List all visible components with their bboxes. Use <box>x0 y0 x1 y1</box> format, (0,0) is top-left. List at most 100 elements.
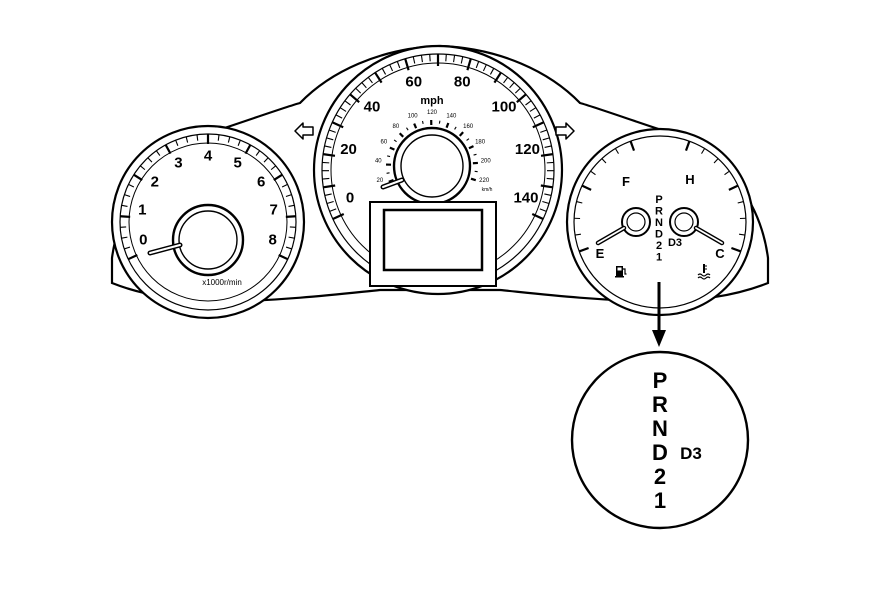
gear-indicator-letter: R <box>655 206 663 218</box>
speedometer-tick <box>328 129 336 133</box>
speedometer-kmh-tick <box>398 132 404 138</box>
tachometer-number: 5 <box>233 154 241 171</box>
tachometer-tick <box>127 253 138 261</box>
temp-gauge-tick <box>738 233 746 236</box>
speedometer-kmh-tick <box>438 120 441 124</box>
gear-callout-letter: N <box>652 416 668 441</box>
tachometer-tick <box>128 183 135 188</box>
temp-gauge-tick <box>731 246 742 253</box>
tachometer-tick <box>133 173 143 182</box>
speedometer-kmh-number: 160 <box>463 124 474 130</box>
turn-signal-right-icon <box>555 122 575 140</box>
tachometer-number: 3 <box>174 154 182 171</box>
speedometer-kmh-number: 180 <box>475 140 486 146</box>
speedometer-kmh-tick <box>413 123 418 129</box>
speedometer-mph-number: 60 <box>405 74 422 91</box>
tachometer-tick <box>124 194 131 198</box>
speedometer-mph-number: 80 <box>454 74 471 91</box>
info-display-screen <box>382 208 484 272</box>
speedometer-tick <box>514 87 521 94</box>
fuel-pump-icon <box>615 266 627 278</box>
speedometer-kmh-number: 40 <box>375 159 382 165</box>
tachometer-ticks <box>120 134 296 261</box>
tachometer-tick <box>121 204 128 207</box>
speedometer-tick <box>412 56 416 64</box>
speedometer-tick <box>453 55 456 63</box>
tachometer-tick <box>175 139 179 146</box>
tachometer-tick <box>185 136 189 143</box>
tachometer-tick <box>120 215 131 218</box>
speedometer-tick <box>381 68 387 75</box>
tachometer-tick <box>147 157 153 163</box>
fuel-gauge-tick <box>601 158 607 164</box>
tachometer-tick <box>196 134 199 141</box>
tachometer-tick <box>124 246 131 250</box>
tachometer-tick <box>273 173 283 182</box>
tachometer-number: 4 <box>204 147 213 164</box>
tachometer-hub-inner <box>178 210 238 270</box>
speedometer-kmh-tick <box>468 145 474 150</box>
speedometer-tick <box>324 145 332 148</box>
speedometer-tick <box>466 58 472 71</box>
speedometer-tick <box>323 184 336 189</box>
speedometer-kmh-tick <box>473 153 477 156</box>
tachometer-number: 7 <box>270 201 278 218</box>
speedometer-kmh-unit-label: km/h <box>482 187 493 193</box>
speedometer-tick <box>344 100 351 106</box>
speedometer-tick <box>332 212 345 221</box>
speedometer-tick <box>542 137 550 141</box>
speedometer-ticks <box>321 54 555 221</box>
fuel-full-label: F <box>622 174 630 189</box>
temp-gauge-tick <box>701 148 706 154</box>
temp-gauge-tick <box>724 170 730 176</box>
gear-callout-side-label: D3 <box>680 444 702 463</box>
temp-gauge-tick <box>684 140 691 151</box>
speedometer-kmh-tick <box>458 131 464 137</box>
tachometer-tick <box>270 165 277 171</box>
fuel-gauge-tick <box>578 246 589 253</box>
speedometer-tick <box>525 100 532 106</box>
fuel-gauge-tick <box>590 170 596 176</box>
tachometer-number: 1 <box>138 201 146 218</box>
tachometer-tick <box>263 157 269 163</box>
gear-callout-letter: 2 <box>654 464 666 489</box>
turn-signal-left-icon <box>294 122 314 140</box>
speedometer-kmh-number: 220 <box>479 178 490 184</box>
tachometer-tick <box>227 136 231 143</box>
speedometer-tick <box>335 114 343 119</box>
speedometer-mph-number: 100 <box>492 98 517 115</box>
gear-indicator-letter: 1 <box>656 252 662 264</box>
gear-indicator-letter: P <box>655 194 662 206</box>
speedometer-kmh-tick <box>406 127 409 131</box>
temp-gauge-tick <box>737 201 744 204</box>
speedometer-tick <box>339 107 347 112</box>
speedometer-tick <box>326 200 334 205</box>
tachometer-tick <box>281 183 288 188</box>
speedometer-kmh-number: 140 <box>446 114 457 120</box>
tachometer-unit-label: x1000r/min <box>202 278 242 287</box>
speedometer-tick <box>445 54 447 62</box>
speedometer-tick <box>361 82 367 89</box>
speedometer-tick <box>331 121 344 129</box>
tachometer-number: 2 <box>151 174 159 191</box>
speedometer-mph-number: 20 <box>340 141 357 158</box>
speedometer-tick <box>544 193 552 196</box>
speedometer-mph-number: 140 <box>513 189 538 206</box>
speedometer-tick <box>482 64 487 72</box>
speedometer-tick <box>489 68 495 75</box>
callout-arrow-head <box>652 330 666 347</box>
speedometer-tick <box>539 208 547 212</box>
speedometer-tick <box>475 61 480 69</box>
speedometer-kmh-tick <box>388 178 394 183</box>
speedometer-tick <box>326 137 334 141</box>
speedometer-kmh-tick <box>389 146 395 151</box>
speedometer-tick <box>460 56 464 64</box>
temp-gauge-tick <box>713 158 719 164</box>
fuel-gauge-tick <box>629 140 636 151</box>
gear-callout-letter: 1 <box>654 488 666 513</box>
